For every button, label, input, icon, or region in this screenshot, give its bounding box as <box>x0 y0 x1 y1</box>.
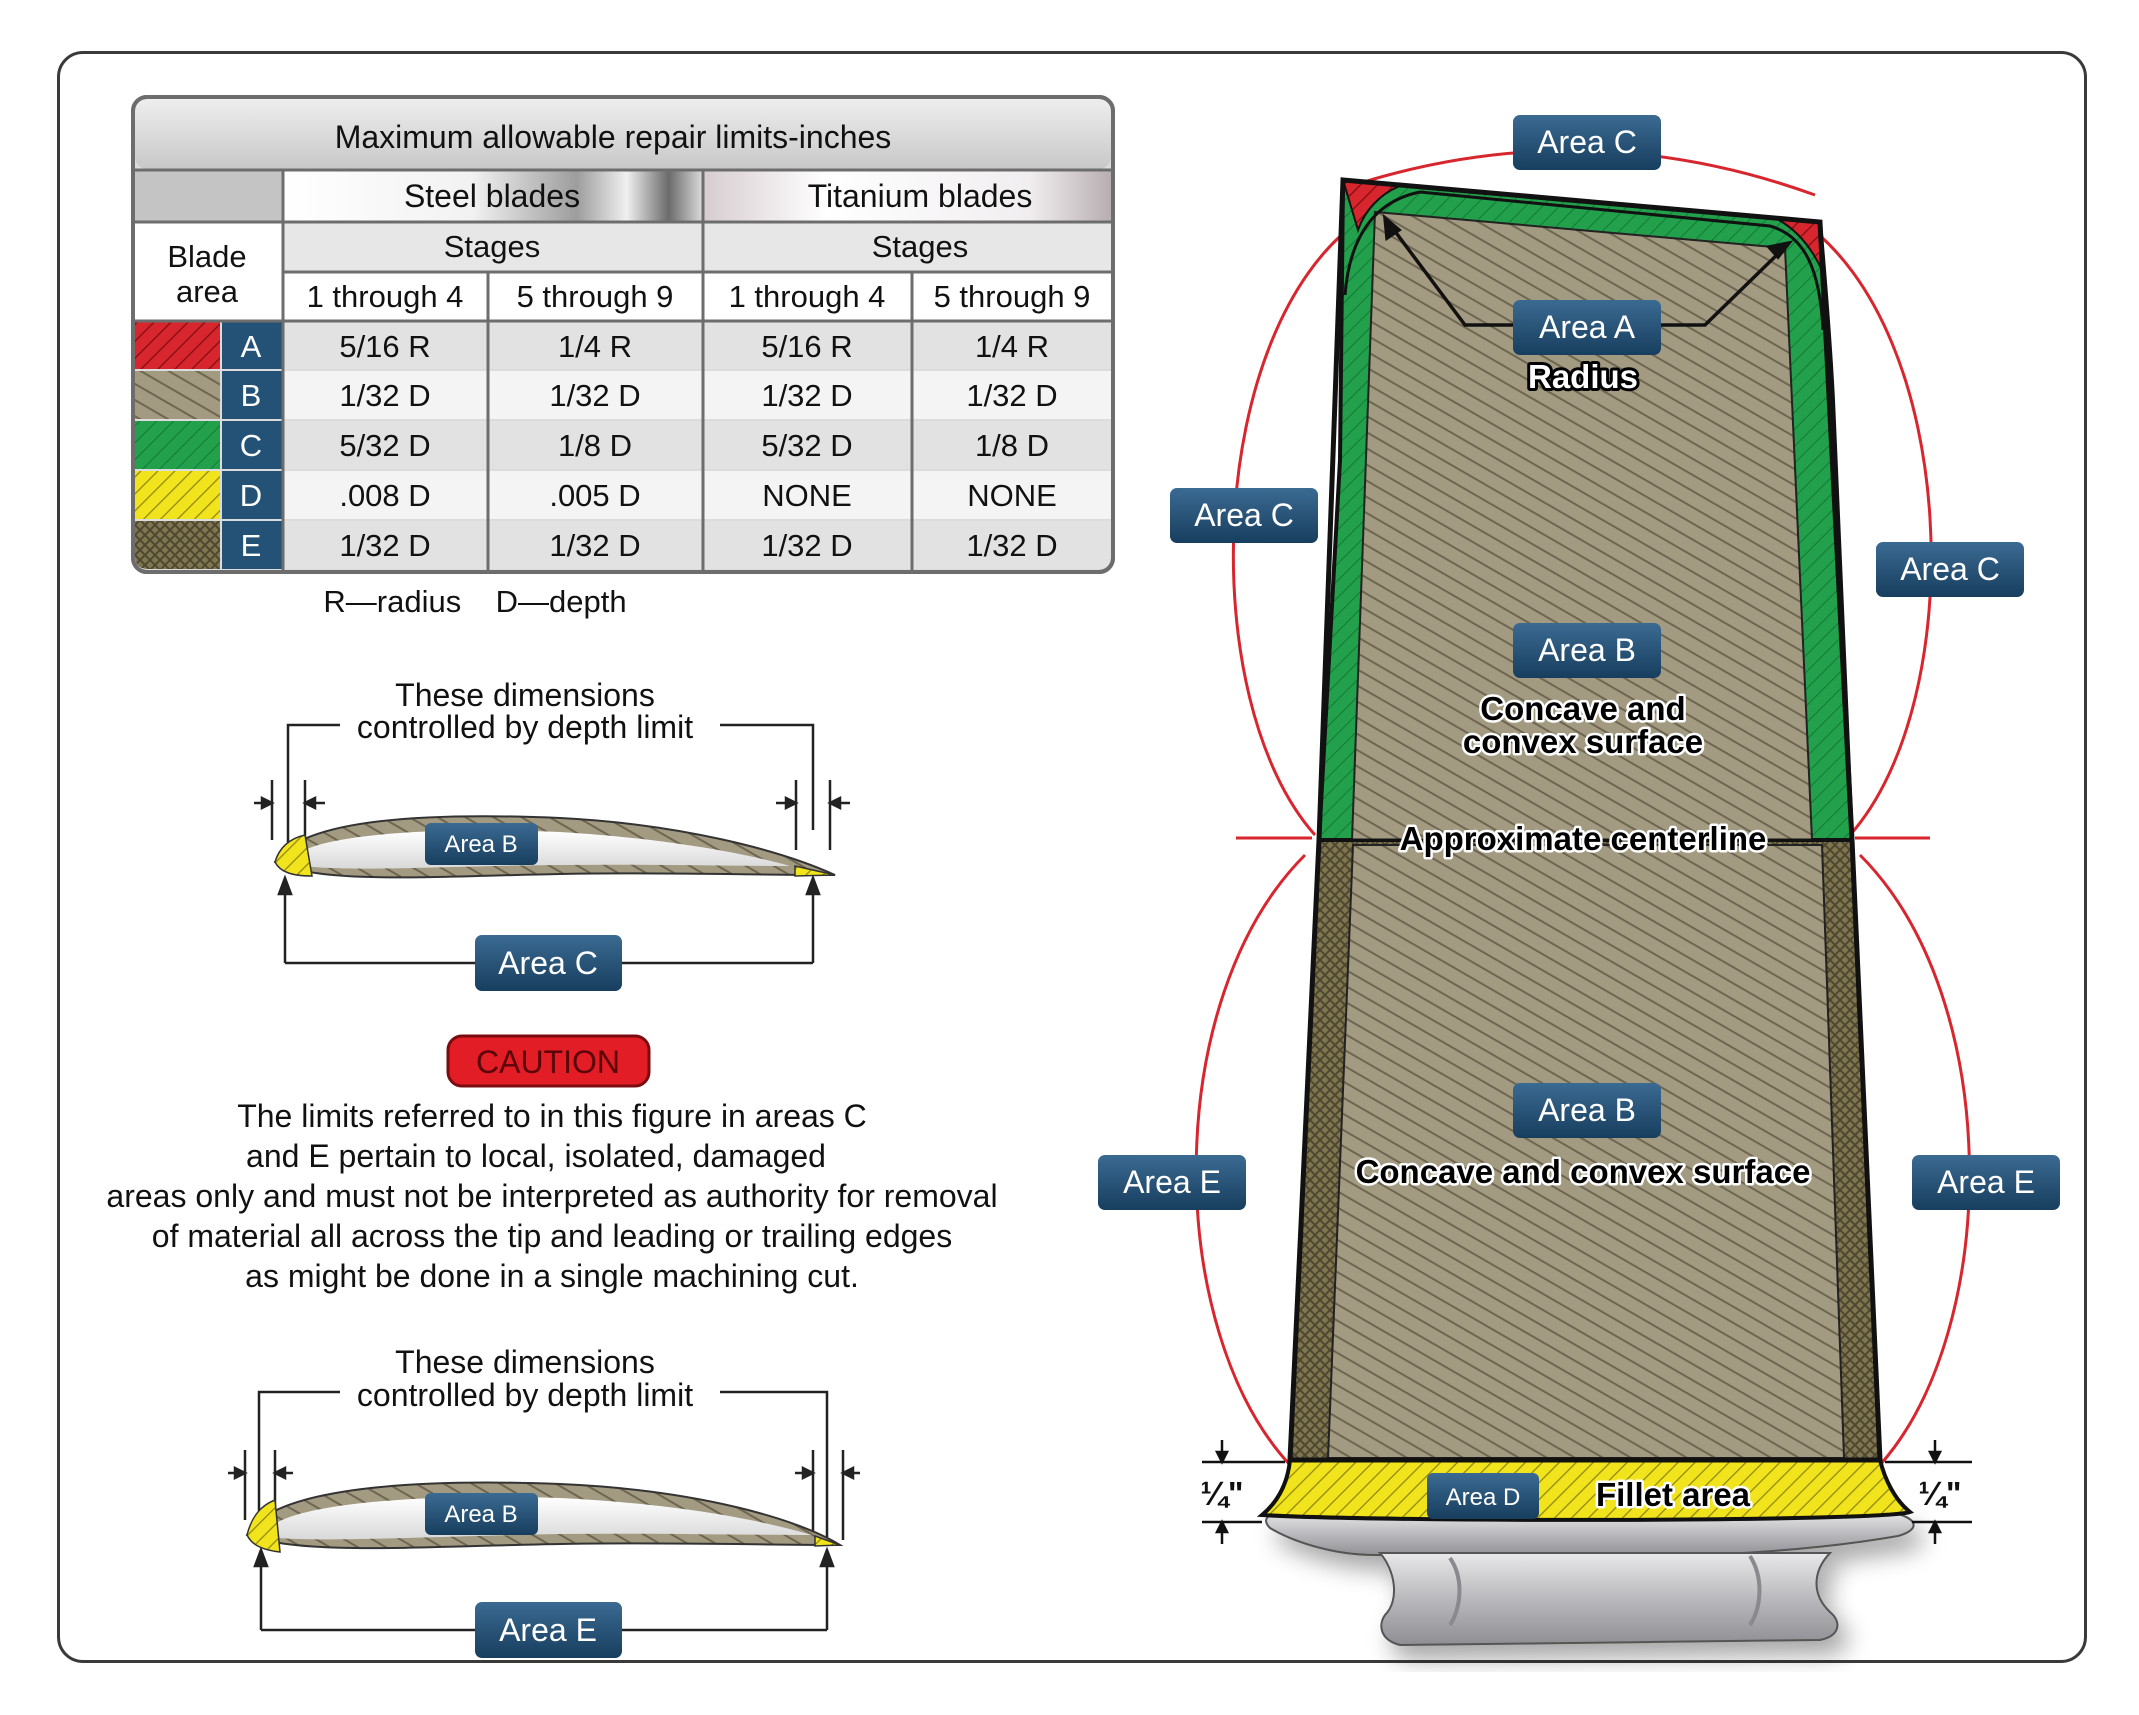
table-title: Maximum allowable repair limits-inches <box>335 119 892 155</box>
row-d-cell: .005 D <box>549 478 640 513</box>
row-b-area: B <box>241 378 262 413</box>
titanium-stages-label: Stages <box>872 229 969 264</box>
row-e-cell: 1/32 D <box>966 528 1057 563</box>
row-e-cell: 1/32 D <box>761 528 852 563</box>
caution-line-1: The limits referred to in this figure in… <box>237 1098 867 1134</box>
section2-caption-2: controlled by depth limit <box>357 1377 693 1413</box>
section1-area-b-label: Area B <box>444 831 517 858</box>
caution-line-2: and E pertain to local, isolated, damage… <box>246 1138 826 1174</box>
section2-caption-1: These dimensions <box>395 1344 655 1380</box>
section1-area-c-label: Area C <box>498 945 598 981</box>
stage-range-ti-1: 1 through 4 <box>729 279 886 314</box>
caution-line-3: areas only and must not be interpreted a… <box>106 1178 997 1214</box>
row-a: A 5/16 R 1/4 R 5/16 R 1/4 R <box>135 322 1111 369</box>
blade-area-label-2: area <box>176 274 239 309</box>
row-e-cell: 1/32 D <box>339 528 430 563</box>
caution-line-4: of material all across the tip and leadi… <box>152 1218 952 1254</box>
row-c: C 5/32 D 1/8 D 5/32 D 1/8 D <box>135 421 1111 469</box>
titanium-blades-header: Titanium blades <box>808 178 1033 214</box>
repair-limits-table: Maximum allowable repair limits-inches S… <box>131 95 1115 574</box>
section1-caption-2: controlled by depth limit <box>357 709 693 745</box>
fillet-dimension-right <box>1885 1440 1972 1544</box>
blade-area-c-left-label: Area C <box>1194 497 1294 533</box>
row-c-cell: 1/8 D <box>975 428 1049 463</box>
blade-area-c-top-label: Area C <box>1537 124 1637 160</box>
row-e: E 1/32 D 1/32 D 1/32 D 1/32 D <box>135 521 1111 569</box>
row-a-cell: 5/16 R <box>761 329 852 364</box>
stage-range-steel-1: 1 through 4 <box>307 279 464 314</box>
blade-area-c-right-label: Area C <box>1900 551 2000 587</box>
blade-upper-surface-1: Concave and <box>1480 690 1685 727</box>
table-legend: R—radius D—depth <box>323 584 626 619</box>
row-d: D .008 D .005 D NONE NONE <box>135 471 1111 519</box>
row-c-cell: 1/8 D <box>558 428 632 463</box>
row-c-cell: 5/32 D <box>761 428 852 463</box>
blade-upper-surface-2: convex surface <box>1463 723 1703 760</box>
row-b: B 1/32 D 1/32 D 1/32 D 1/32 D <box>135 371 1111 419</box>
blade-area-e-left-label: Area E <box>1123 1164 1221 1200</box>
row-e-area: E <box>241 528 262 563</box>
caution-badge: CAUTION <box>476 1044 620 1080</box>
blade-area-label-1: Blade <box>167 239 246 274</box>
caution-block: CAUTION The limits referred to in this f… <box>106 1034 998 1294</box>
stage-range-ti-2: 5 through 9 <box>934 279 1091 314</box>
fillet-dim-right: ¼" <box>1918 1475 1961 1512</box>
fillet-dim-left: ¼" <box>1200 1475 1243 1512</box>
steel-stages-label: Stages <box>444 229 541 264</box>
blade-lower-surface: Concave and convex surface <box>1356 1153 1811 1190</box>
fillet-dimension-left <box>1202 1440 1285 1544</box>
airfoil-section-area-e: These dimensions controlled by depth lim… <box>228 1344 860 1658</box>
blade-radius-label: Radius <box>1528 358 1638 395</box>
airfoil-section-area-c: These dimensions controlled by depth lim… <box>254 677 850 991</box>
blade-centerline-label: Approximate centerline <box>1400 820 1767 857</box>
blade-area-b-lower-label: Area B <box>1538 1092 1636 1128</box>
row-a-cell: 1/4 R <box>975 329 1049 364</box>
row-a-cell: 1/4 R <box>558 329 632 364</box>
row-b-cell: 1/32 D <box>761 378 852 413</box>
row-c-area: C <box>240 428 262 463</box>
section2-area-e-label: Area E <box>499 1612 597 1648</box>
row-b-cell: 1/32 D <box>549 378 640 413</box>
compressor-blade: Area C Area C Area C Area A Radius Area … <box>1098 115 2060 1647</box>
stage-range-steel-2: 5 through 9 <box>517 279 674 314</box>
section1-caption-1: These dimensions <box>395 677 655 713</box>
caution-line-5: as might be done in a single machining c… <box>245 1258 859 1294</box>
row-c-cell: 5/32 D <box>339 428 430 463</box>
row-b-cell: 1/32 D <box>339 378 430 413</box>
blade-area-e-right-label: Area E <box>1937 1164 2035 1200</box>
row-d-cell: .008 D <box>339 478 430 513</box>
row-a-area: A <box>241 329 262 364</box>
section2-area-b-label: Area B <box>444 1501 517 1528</box>
row-b-cell: 1/32 D <box>966 378 1057 413</box>
row-d-cell: NONE <box>967 478 1057 513</box>
blade-fillet-label: Fillet area <box>1596 1476 1751 1513</box>
row-d-area: D <box>240 478 262 513</box>
row-d-cell: NONE <box>762 478 852 513</box>
row-a-cell: 5/16 R <box>339 329 430 364</box>
blade-area-a-label: Area A <box>1539 309 1636 345</box>
steel-blades-header: Steel blades <box>404 178 580 214</box>
blade-area-b-upper-label: Area B <box>1538 632 1636 668</box>
row-e-cell: 1/32 D <box>549 528 640 563</box>
blade-area-d-label: Area D <box>1446 1484 1521 1511</box>
